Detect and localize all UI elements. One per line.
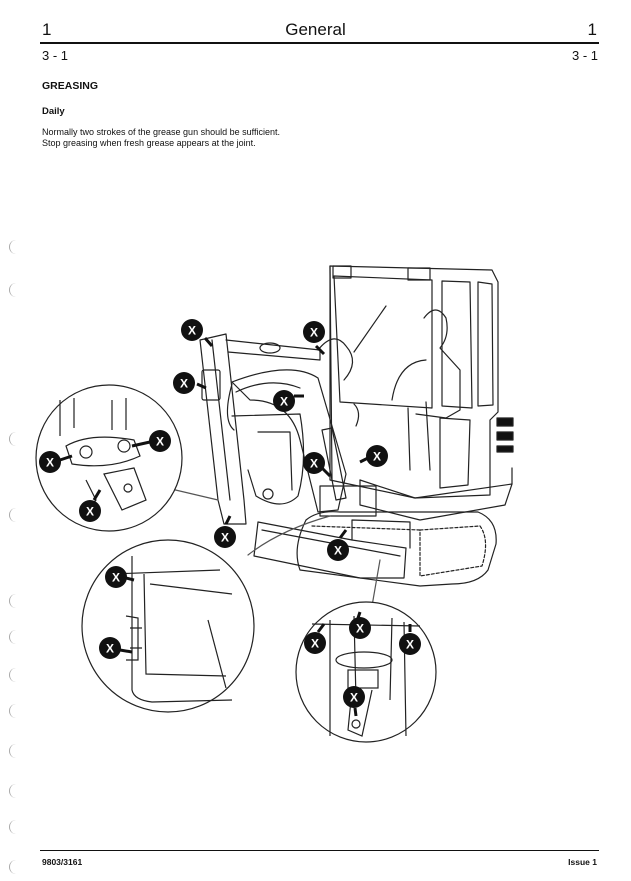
- svg-text:X: X: [180, 377, 188, 391]
- binding-mark: [9, 240, 17, 254]
- hydraulic-hose: [353, 305, 387, 353]
- grease-point-icon: X: [214, 515, 236, 548]
- svg-text:X: X: [280, 395, 288, 409]
- footer-issue: Issue 1: [568, 857, 597, 867]
- svg-text:X: X: [356, 622, 364, 636]
- svg-text:X: X: [310, 326, 318, 340]
- svg-text:X: X: [46, 456, 54, 470]
- grease-point-icon: X: [304, 623, 326, 654]
- binding-mark: [9, 784, 17, 798]
- grease-point-icon: X: [39, 451, 73, 473]
- grease-point-icon: X: [131, 430, 171, 452]
- header-title: General: [285, 20, 346, 39]
- header-right-section: 3 - 1: [571, 48, 598, 63]
- section-subheading: Daily: [42, 106, 65, 117]
- svg-text:X: X: [86, 505, 94, 519]
- svg-text:X: X: [311, 637, 319, 651]
- excavator-bucket: [231, 413, 305, 505]
- svg-text:X: X: [221, 531, 229, 545]
- detail-circle-boom-foot: [81, 539, 255, 713]
- svg-text:X: X: [406, 638, 414, 652]
- hydraulic-hose: [226, 383, 235, 431]
- grease-point-icon: X: [303, 452, 332, 478]
- binding-mark: [9, 860, 17, 874]
- grease-point-icon: X: [105, 566, 135, 588]
- grease-point-icon: X: [79, 489, 102, 522]
- binding-mark: [9, 508, 17, 522]
- binding-mark: [9, 744, 17, 758]
- grease-point-icon: X: [327, 529, 349, 561]
- header-rule: [40, 42, 599, 44]
- grease-point-icon: X: [349, 611, 371, 639]
- section-heading: GREASING: [42, 80, 99, 92]
- binding-mark: [9, 594, 17, 608]
- footer-doc-number: 9803/3161: [42, 857, 83, 867]
- excavator-tracks: [296, 511, 497, 587]
- binding-mark: [9, 630, 17, 644]
- binding-mark: [9, 668, 17, 682]
- grease-point-icon: X: [303, 321, 326, 356]
- hydraulic-hose: [317, 338, 354, 381]
- detail-circle-dipper-pivot: [35, 384, 183, 532]
- binding-mark: [9, 704, 17, 718]
- header-left-section: 3 - 1: [42, 48, 69, 63]
- binding-mark: [9, 432, 17, 446]
- svg-text:X: X: [350, 691, 358, 705]
- grease-point-icon: X: [181, 319, 214, 347]
- svg-text:X: X: [188, 324, 196, 338]
- footer-rule: [40, 850, 599, 851]
- grease-point-icon: X: [399, 624, 421, 655]
- detail-circle-dozer-ram: [295, 601, 437, 743]
- binding-mark: [9, 820, 17, 834]
- header-right-number: 1: [587, 20, 597, 39]
- svg-text:X: X: [112, 571, 120, 585]
- binding-mark: [9, 283, 17, 297]
- grease-point-markers: X X X X X X X X X X X X X X X X X: [39, 319, 421, 717]
- grease-point-icon: X: [343, 686, 365, 717]
- svg-text:X: X: [334, 544, 342, 558]
- grease-point-icon: X: [359, 445, 388, 467]
- grease-point-icon: X: [273, 390, 304, 412]
- svg-text:X: X: [310, 457, 318, 471]
- hydraulic-hose: [353, 403, 360, 427]
- grease-point-icon: X: [99, 637, 133, 659]
- svg-text:X: X: [106, 642, 114, 656]
- svg-text:X: X: [373, 450, 381, 464]
- paragraph-line-1: Normally two strokes of the grease gun s…: [42, 127, 280, 137]
- paragraph-line-2: Stop greasing when fresh grease appears …: [42, 138, 256, 148]
- excavator-boom: [231, 369, 377, 517]
- excavator-cab: [329, 265, 514, 521]
- svg-text:X: X: [156, 435, 164, 449]
- grease-point-icon: X: [173, 372, 207, 394]
- header-left-number: 1: [42, 20, 52, 39]
